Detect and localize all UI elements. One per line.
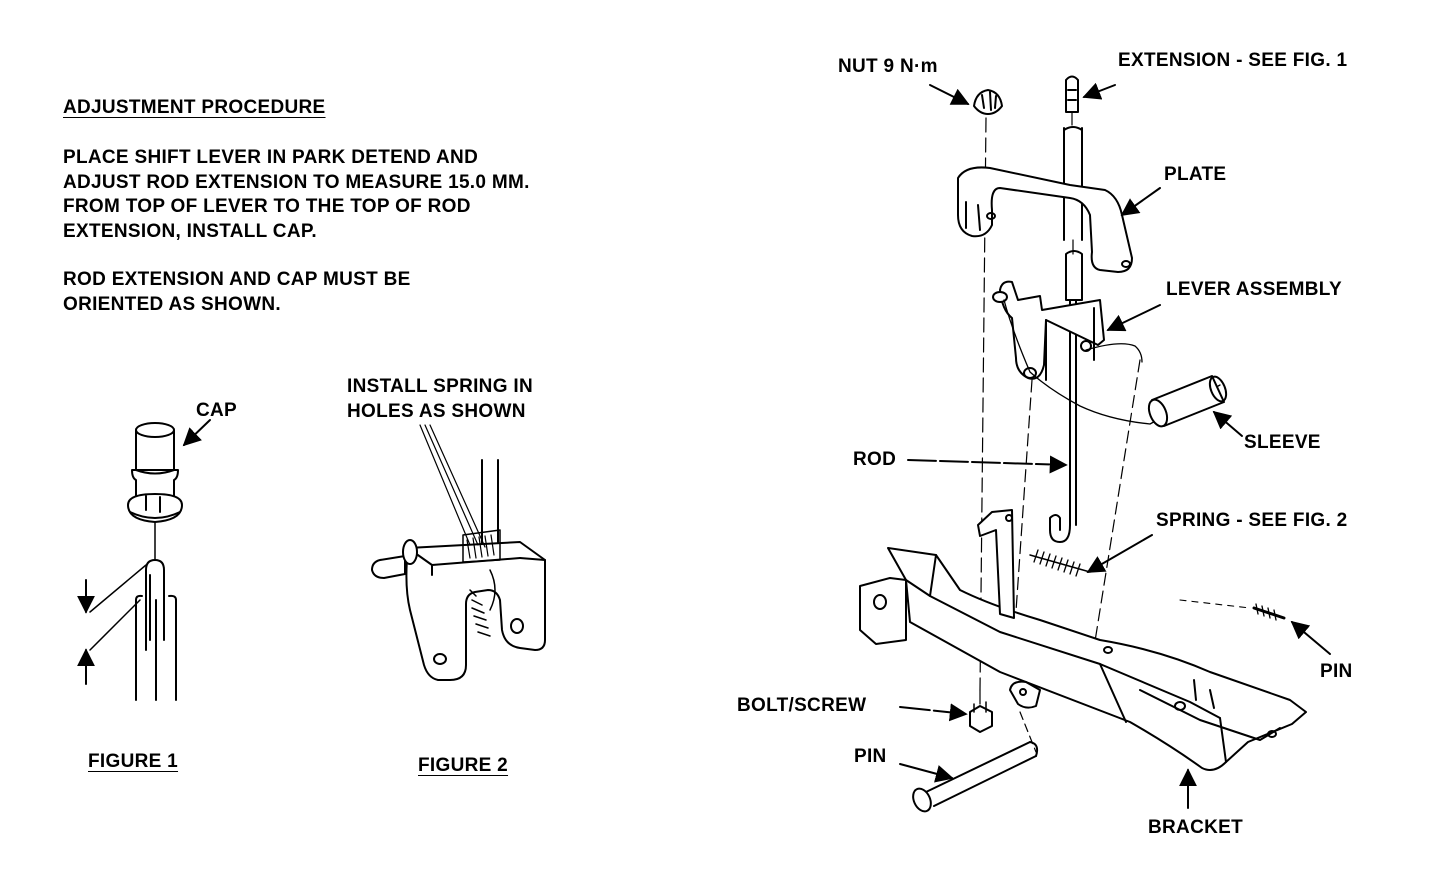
pin-right-part	[1254, 604, 1284, 620]
figure-1-caption: FIGURE 1	[88, 751, 179, 772]
plate-label: PLATE	[1164, 164, 1227, 185]
figure-1-drawing	[77, 420, 210, 700]
extension-part	[1066, 77, 1078, 126]
procedure-line: PLACE SHIFT LEVER IN PARK DETEND AND	[63, 147, 479, 168]
spring-part	[1030, 550, 1090, 576]
pin-left-part	[910, 712, 1037, 814]
bolt-screw-label: BOLT/SCREW	[737, 695, 867, 716]
procedure-line: ORIENTED AS SHOWN.	[63, 293, 281, 315]
sleeve-part	[1145, 374, 1229, 429]
cap-leader-arrow	[182, 420, 210, 447]
procedure-paragraph-1: PLACE SHIFT LEVER IN PARK DETEND AND ADJ…	[63, 146, 530, 244]
rod-extension-part	[146, 560, 164, 650]
sleeve-label: SLEEVE	[1244, 432, 1321, 453]
nut-label: NUT 9 N·m	[838, 56, 938, 77]
main-assembly-drawing	[860, 77, 1330, 815]
lever-assembly-part	[993, 282, 1220, 424]
procedure-line: FROM TOP OF LEVER TO THE TOP OF ROD	[63, 196, 471, 217]
nut-part	[974, 90, 1002, 114]
figure-2-caption: FIGURE 2	[418, 755, 509, 776]
pin-right-label: PIN	[1320, 661, 1353, 682]
cap-part	[128, 423, 182, 522]
lever-assembly-label: LEVER ASSEMBLY	[1166, 279, 1342, 300]
cap-label: CAP	[196, 400, 238, 421]
bracket-part	[860, 510, 1306, 770]
rod-label: ROD	[853, 449, 897, 470]
extension-label: EXTENSION - SEE FIG. 1	[1118, 50, 1348, 71]
figure-2-note-line: INSTALL SPRING IN	[347, 376, 533, 397]
bolt-screw-part	[970, 690, 992, 732]
spring-label: SPRING - SEE FIG. 2	[1156, 510, 1348, 531]
procedure-heading: ADJUSTMENT PROCEDURE	[63, 97, 326, 118]
procedure-paragraph-2: ROD EXTENSION AND CAP MUST BE ORIENTED A…	[63, 268, 411, 317]
procedure-line: EXTENSION, INSTALL CAP.	[63, 220, 317, 242]
figure-2-note-line: HOLES AS SHOWN	[347, 401, 526, 422]
procedure-line: ADJUST ROD EXTENSION TO MEASURE 15.0 MM.	[63, 171, 530, 193]
plate-part	[958, 167, 1132, 272]
lever-tube-part	[136, 596, 176, 700]
procedure-line: ROD EXTENSION AND CAP MUST BE	[63, 269, 411, 290]
bracket-label: BRACKET	[1148, 817, 1243, 838]
figure-2-drawing	[372, 425, 545, 680]
pin-left-label: PIN	[854, 746, 887, 767]
